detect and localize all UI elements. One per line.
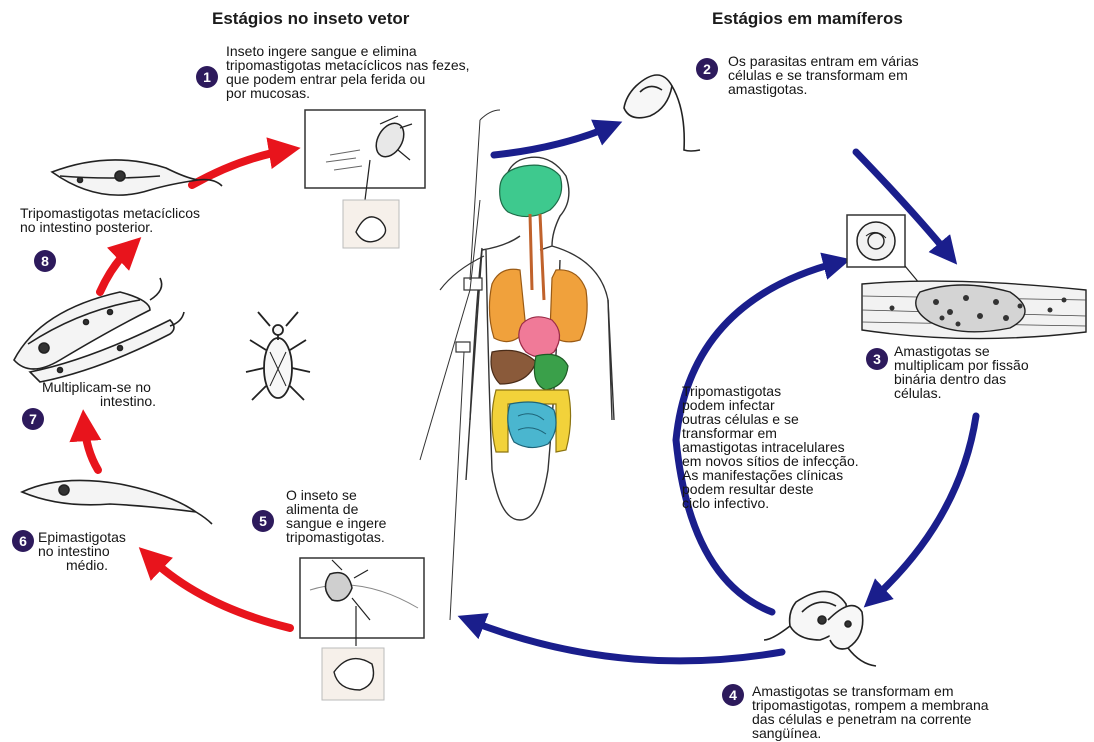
arrow-3-to-4	[872, 416, 976, 600]
stage-5-line: alimenta de	[286, 502, 386, 516]
stage-2-description: Os parasitas entram em várias células e …	[728, 54, 919, 96]
stage-8-line: Tripomastigotas metacíclicos	[20, 206, 200, 220]
epimastigote-stage-6-illustration	[22, 480, 212, 524]
stage-1-line: por mucosas.	[226, 86, 470, 100]
arrow-6-to-7	[84, 422, 98, 470]
stage-3-description: Amastigotas se multiplicam por fissão bi…	[894, 344, 1029, 400]
stage-1-line: que podem entrar pela ferida ou	[226, 72, 470, 86]
stage-7-badge: 7	[22, 408, 44, 430]
stage-2-line: amastigotas.	[728, 82, 919, 96]
reinfection-note-line: As manifestações clínicas	[682, 468, 859, 482]
stage-6-description: Epimastigotas no intestino médio.	[38, 530, 126, 572]
stage-4-line: Amastigotas se transformam em	[752, 684, 989, 698]
stage-3-badge: 3	[866, 348, 888, 370]
stage-8-line: no intestino posterior.	[20, 220, 200, 234]
arrow-5-to-6	[148, 556, 290, 628]
kissing-bug-illustration	[246, 312, 310, 400]
arrow-1-to-2	[494, 126, 612, 155]
stage-4-line: tripomastigotas, rompem a membrana	[752, 698, 989, 712]
arrow-7-to-8	[100, 246, 132, 292]
human-body-illustration	[420, 110, 614, 620]
stage-6-line: médio.	[38, 558, 126, 572]
stage-1-line: Inseto ingere sangue e elimina	[226, 44, 470, 58]
stage-8-badge: 8	[34, 250, 56, 272]
stage-4-line: sangüínea.	[752, 726, 989, 740]
insect-stages-header: Estágios no inseto vetor	[212, 9, 409, 29]
reinfection-note-line: em novos sítios de infecção.	[682, 454, 859, 468]
mammal-stages-header: Estágios em mamíferos	[712, 9, 903, 29]
reinfection-note-line: Tripomastigotas	[682, 384, 859, 398]
stage-6-line: no intestino	[38, 544, 126, 558]
stage-2-line: células e se transformam em	[728, 68, 919, 82]
stage-3-line: Amastigotas se	[894, 344, 1029, 358]
stage-2-line: Os parasitas entram em várias	[728, 54, 919, 68]
stage-3-line: células.	[894, 386, 1029, 400]
arrow-4-to-5	[468, 620, 782, 661]
reinfection-note-line: transformar em	[682, 426, 859, 440]
infected-muscle-tissue-illustration	[862, 281, 1086, 338]
stage-6-line: Epimastigotas	[38, 530, 126, 544]
stage-7-line: Multiplicam-se no	[42, 380, 156, 394]
reinfection-note-line: ciclo infectivo.	[682, 496, 859, 510]
reinfection-note-line: podem infectar	[682, 398, 859, 412]
stage-3-line: binária dentro das	[894, 372, 1029, 386]
insect-defecating-box	[305, 110, 425, 248]
stage-7-description: Multiplicam-se no intestino.	[42, 380, 156, 408]
stage-1-description: Inseto ingere sangue e elimina tripomast…	[226, 44, 470, 100]
trypomastigote-stage-8-illustration	[52, 160, 222, 195]
insect-feeding-box	[300, 558, 424, 700]
stage-2-badge: 2	[696, 58, 718, 80]
stage-1-badge: 1	[196, 66, 218, 88]
reinfection-note: Tripomastigotas podem infectar outras cé…	[682, 384, 859, 510]
stage-5-line: tripomastigotas.	[286, 530, 386, 544]
reinfection-note-line: amastigotas intracelulares	[682, 440, 859, 454]
stage-3-line: multiplicam por fissão	[894, 358, 1029, 372]
stage-7-line: intestino.	[42, 394, 156, 408]
stage-4-line: das células e penetram na corrente	[752, 712, 989, 726]
parasite-entering-cell-stage-2-illustration	[624, 75, 700, 151]
reinfection-note-line: podem resultar deste	[682, 482, 859, 496]
stage-5-line: sangue e ingere	[286, 516, 386, 530]
stage-4-description: Amastigotas se transformam em tripomasti…	[752, 684, 989, 740]
stage-8-description: Tripomastigotas metacíclicos no intestin…	[20, 206, 200, 234]
stage-5-line: O inseto se	[286, 488, 386, 502]
stage-5-badge: 5	[252, 510, 274, 532]
stage-6-badge: 6	[12, 530, 34, 552]
reinfection-note-line: outras células e se	[682, 412, 859, 426]
stage-5-description: O inseto se alimenta de sangue e ingere …	[286, 488, 386, 544]
stage-1-line: tripomastigotas metacíclicos nas fezes,	[226, 58, 470, 72]
stage-4-badge: 4	[722, 684, 744, 706]
